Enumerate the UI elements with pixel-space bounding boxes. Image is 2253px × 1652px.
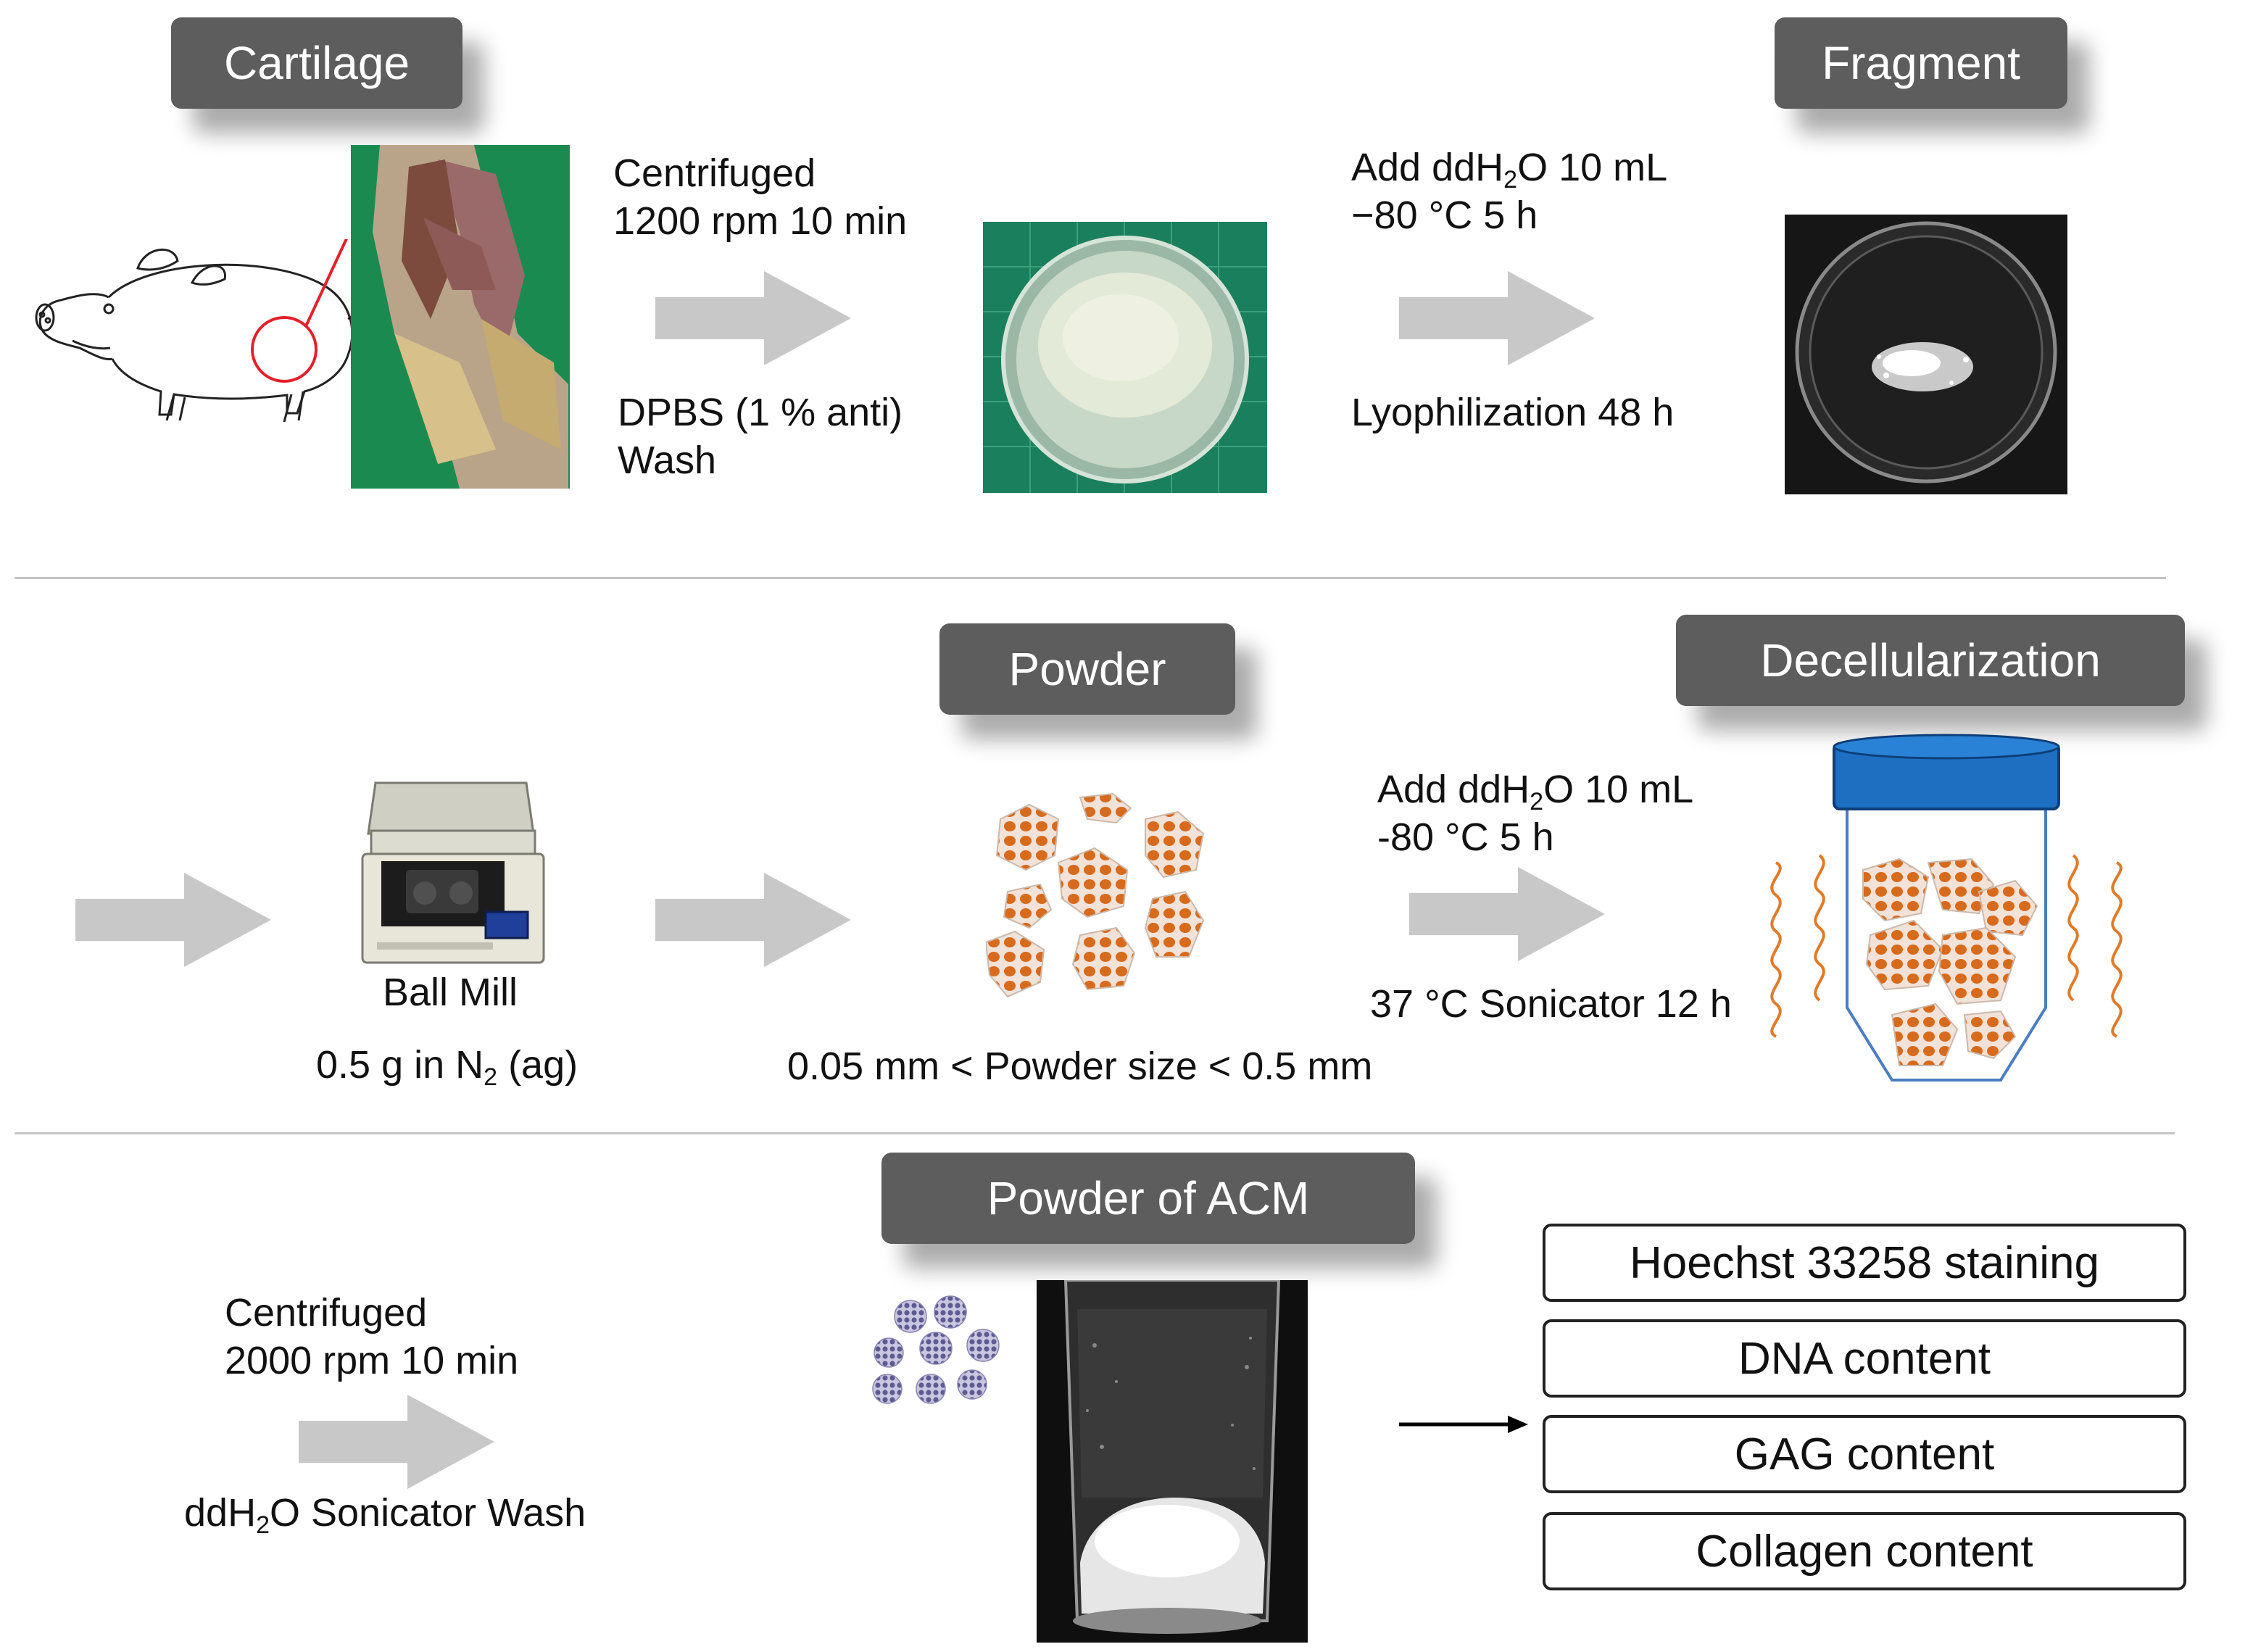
tag-cartilage: Cartilage: [171, 17, 462, 109]
assay-box-collagen: Collagen content: [1543, 1512, 2186, 1590]
arrow-right: [1409, 867, 1605, 961]
ball-mill-mass: 0.5 g in N2 (ag): [316, 1041, 578, 1089]
arrow-right: [75, 873, 271, 967]
mass-prefix: 0.5 g in N: [316, 1043, 484, 1087]
row1-add-prefix: Add ddH: [1351, 146, 1504, 189]
arrow-right: [655, 271, 851, 365]
ball-mill-machine: [361, 781, 545, 964]
row-separator: [14, 577, 2166, 579]
assay-box-dna: DNA content: [1543, 1319, 2186, 1398]
row3-centrifuge-line2: 2000 rpm 10 min: [225, 1339, 519, 1382]
row-separator: [14, 1132, 2175, 1134]
tag-fragment: Fragment: [1775, 17, 2067, 109]
row3-wash-prefix: ddH: [184, 1491, 257, 1535]
pig-illustration: [35, 239, 361, 423]
fragment-dish-photo: [1785, 215, 2067, 494]
tag-powder: Powder: [939, 623, 1235, 715]
row2-add-suffix: O 10 mL: [1543, 768, 1694, 811]
row2-freeze: -80 °C 5 h: [1377, 815, 1554, 859]
mass-sub: 2: [484, 1063, 498, 1091]
tag-decellularization: Decellularization: [1676, 615, 2185, 706]
row3-wash-suffix: O Sonicator Wash: [269, 1491, 586, 1535]
row3-wash: ddH2O Sonicator Wash: [184, 1489, 586, 1537]
row2-add-prefix: Add ddH: [1377, 768, 1530, 811]
row3-wash-sub: 2: [256, 1511, 270, 1539]
sonicated-tube-illustration: [1770, 734, 2123, 1082]
mass-suffix: (ag): [497, 1043, 578, 1087]
row1-lyophilization: Lyophilization 48 h: [1351, 391, 1675, 434]
assay-box-gag: GAG content: [1543, 1415, 2186, 1493]
row1-freeze: −80 °C 5 h: [1351, 194, 1538, 237]
assay-box-hoechst: Hoechst 33258 staining: [1543, 1224, 2186, 1302]
row1-add-water: Add ddH2O 10 mL: [1351, 144, 1668, 194]
arrow-right: [655, 873, 851, 967]
arrow-right: [1399, 271, 1595, 365]
powder-particles-illustration: [986, 792, 1205, 998]
row1-add-suffix: O 10 mL: [1517, 146, 1668, 189]
acm-tube-photo: [1037, 1280, 1308, 1643]
arrow-to-assays: [1399, 1416, 1528, 1433]
row3-centrifuge-line1: Centrifuged: [225, 1291, 428, 1335]
washed-cartilage-dish-photo: [983, 222, 1267, 493]
row1-add-sub: 2: [1503, 166, 1518, 194]
arrow-right: [299, 1395, 494, 1489]
row2-sonicator: 37 °C Sonicator 12 h: [1370, 982, 1732, 1026]
row1-wash-line2: Wash: [618, 439, 717, 482]
row1-wash-line1: DPBS (1 % anti): [618, 391, 903, 434]
row2-add-sub: 2: [1530, 788, 1544, 815]
ball-mill-label: Ball Mill: [383, 971, 518, 1014]
cartilage-photo: [351, 145, 570, 489]
acm-particles-illustration: [872, 1295, 1000, 1404]
tag-powder-of-acm: Powder of ACM: [881, 1153, 1415, 1244]
row1-centrifuge-line1: Centrifuged: [613, 151, 816, 195]
row1-centrifuge-line2: 1200 rpm 10 min: [613, 199, 908, 243]
row2-add-water: Add ddH2O 10 mL: [1377, 765, 1694, 815]
powder-size-range: 0.05 mm < Powder size < 0.5 mm: [787, 1045, 1373, 1088]
